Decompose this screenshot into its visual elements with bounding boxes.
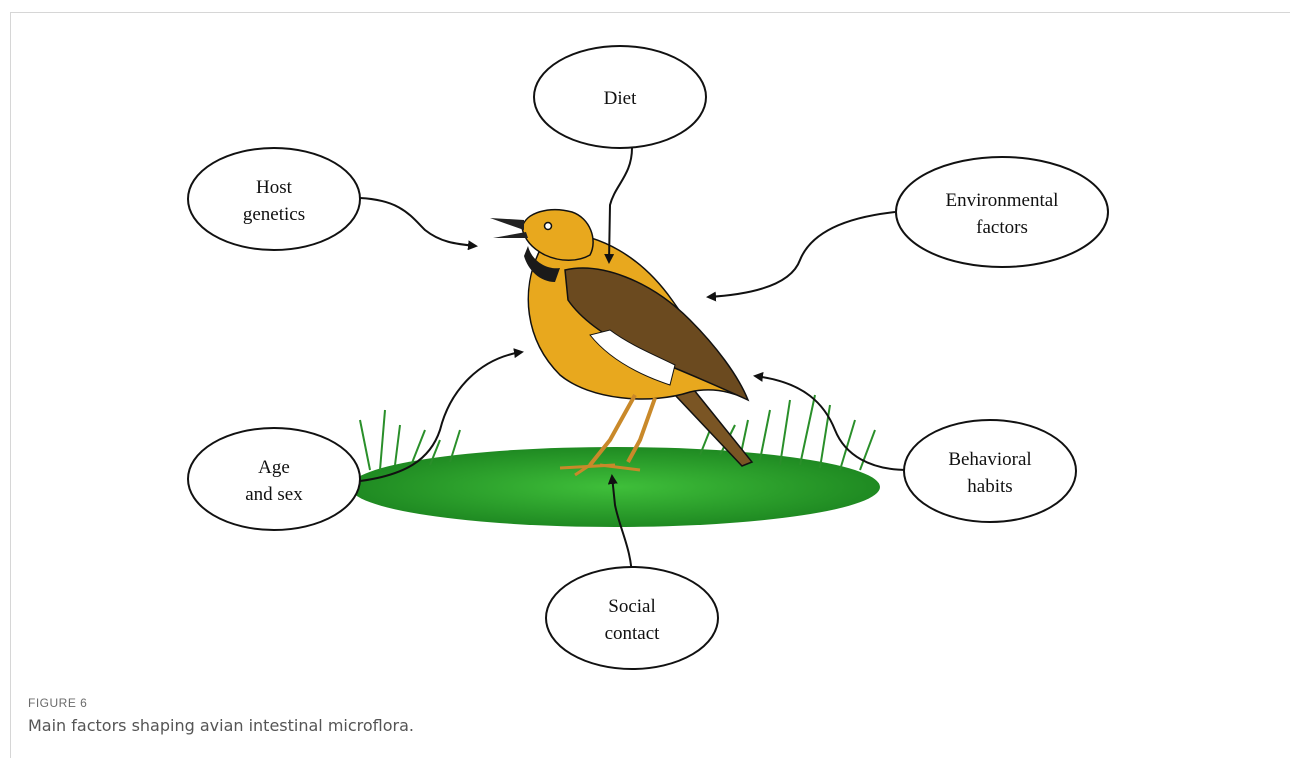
factor-label-line: Host bbox=[256, 177, 293, 198]
factor-label-line: Behavioral bbox=[948, 449, 1031, 470]
factor-label-line: habits bbox=[967, 476, 1012, 497]
factor-node-environmental-factors: Environmental factors bbox=[895, 156, 1109, 268]
factor-label-line: Diet bbox=[604, 88, 637, 109]
factor-node-shape bbox=[545, 566, 719, 670]
factor-node-shape bbox=[895, 156, 1109, 268]
bird-feet bbox=[559, 463, 641, 477]
arrow-host-genetics bbox=[359, 197, 478, 251]
factor-label-line: factors bbox=[976, 217, 1028, 238]
factor-label-line: and sex bbox=[245, 484, 303, 505]
factor-label-line: contact bbox=[605, 623, 661, 644]
factor-node-shape bbox=[187, 427, 361, 531]
factor-node-diet: Diet bbox=[533, 45, 707, 149]
factor-label-line: Age bbox=[258, 457, 290, 478]
factor-node-behavioral-habits: Behavioral habits bbox=[903, 419, 1077, 523]
bird-illustration bbox=[350, 209, 880, 527]
caption-text: Main factors shaping avian intestinal mi… bbox=[28, 716, 415, 735]
arrow-environmental-factors bbox=[706, 211, 896, 302]
factor-label-line: genetics bbox=[243, 204, 305, 225]
arrow-behavioral-habits bbox=[753, 371, 909, 471]
bird-beak bbox=[490, 218, 524, 230]
figure-caption: FIGURE 6 Main factors shaping avian inte… bbox=[28, 696, 414, 735]
frame-top-border bbox=[10, 12, 1290, 13]
factor-label-line: Environmental bbox=[946, 190, 1059, 211]
bird-chest-band bbox=[524, 246, 560, 282]
arrow-age-and-sex bbox=[359, 348, 524, 482]
factor-node-host-genetics: Host genetics bbox=[187, 147, 361, 251]
bird-legs bbox=[588, 394, 657, 467]
factor-label-line: Social bbox=[608, 596, 656, 617]
factor-node-shape bbox=[903, 419, 1077, 523]
grass-patch bbox=[350, 447, 880, 527]
factor-node-age-and-sex: Age and sex bbox=[187, 427, 361, 531]
bird-head bbox=[521, 209, 594, 261]
bird-belly-patch bbox=[589, 329, 676, 386]
factor-node-shape bbox=[533, 45, 707, 149]
bird-beak-lower bbox=[493, 232, 528, 238]
arrow-diet bbox=[604, 147, 633, 264]
frame-left-border bbox=[10, 12, 11, 758]
figure-number: FIGURE 6 bbox=[28, 696, 88, 710]
bird-eye bbox=[543, 221, 553, 231]
factor-node-shape bbox=[187, 147, 361, 251]
factor-node-social-contact: Social contact bbox=[545, 566, 719, 670]
factors-diagram: Diet Host genetics Environmental factors… bbox=[187, 45, 1109, 670]
